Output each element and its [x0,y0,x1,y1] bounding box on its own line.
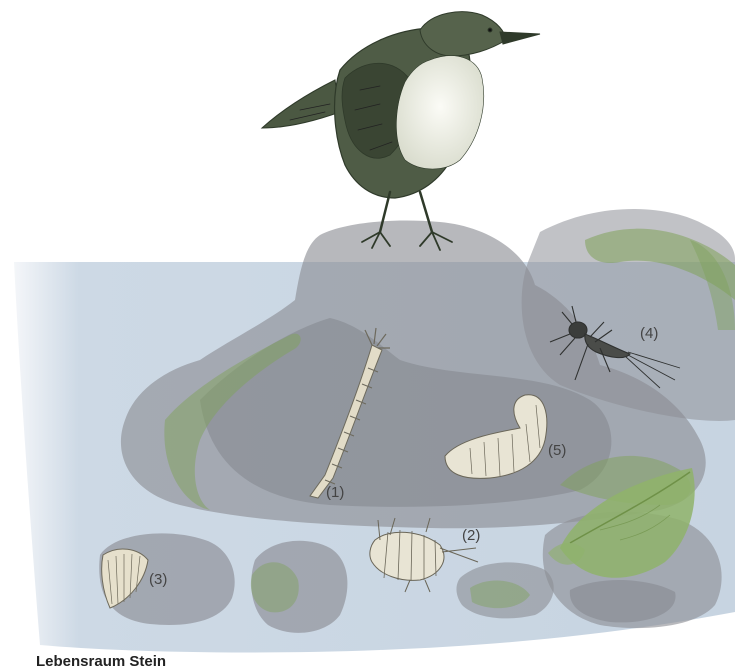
label-organism-5: (5) [548,442,566,459]
dipper-bird-icon [262,12,540,250]
label-organism-4: (4) [640,325,658,342]
label-organism-1: (1) [326,484,344,501]
label-organism-2: (2) [462,527,480,544]
label-organism-3: (3) [149,571,167,588]
